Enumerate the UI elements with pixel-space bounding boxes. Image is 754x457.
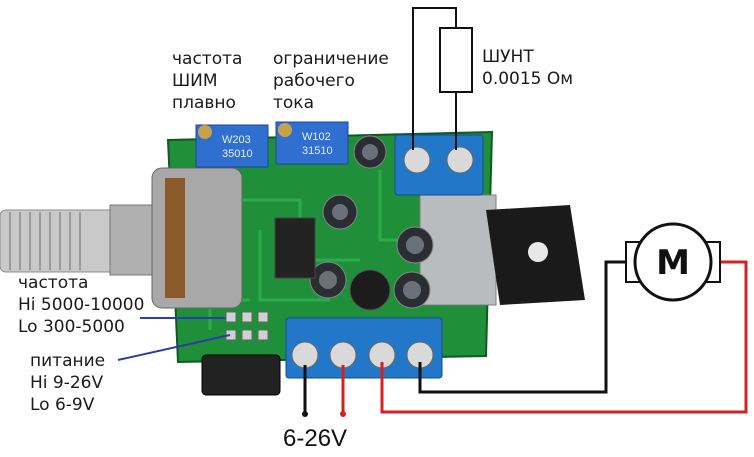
trimmer-right-code-1: W102 [302,131,331,143]
trimmer-right: W102 31510 [275,121,349,165]
label-power-mode-line-2: Hi 9-26V [30,373,104,393]
label-current-limit-line-1: ограничение [273,49,389,69]
label-shunt: ШУНТ 0.0015 Ом [482,46,573,90]
motor-letter: M [656,243,690,283]
power-pointer-line [117,334,231,361]
motor-wire-red [380,260,748,414]
main-terminal-block [285,317,443,379]
shunt-resistor [439,27,473,93]
label-pwm-frequency-line-2: ШИМ [172,71,218,91]
shunt-wiring [412,7,457,150]
label-frequency-mode-line-2: Hi 5000-10000 [18,295,145,315]
jumper-pins [225,311,269,341]
label-current-limit-line-3: тока [273,93,314,113]
label-pwm-frequency-line-3: плавно [172,93,236,113]
label-frequency-mode-line-3: Lo 300-5000 [18,317,125,337]
mosfet-heatsink [419,194,585,306]
label-power-mode-line-3: Lo 6-9V [30,395,95,415]
motor-wire-black [418,260,630,394]
label-pwm-frequency: частота ШИМ плавно [172,48,242,114]
controller-chip [274,217,316,279]
label-supply-voltage: 6-26V [283,425,348,452]
motor-symbol: M [625,222,721,302]
label-pwm-frequency-line-1: частота [172,49,243,69]
jumper-cap [201,354,281,396]
label-frequency-mode-line-1: частота [18,273,89,293]
trimmer-left-code-2: 35010 [222,148,253,160]
trimmer-left-code-1: W203 [222,134,251,146]
shunt-terminal-block [394,134,484,196]
label-current-limit: ограничение рабочего тока [273,48,389,114]
label-power-mode: питание Hi 9-26V Lo 6-9V [30,350,105,416]
label-power-mode-line-1: питание [30,351,106,371]
label-frequency-mode: частота Hi 5000-10000 Lo 300-5000 [18,272,144,338]
label-shunt-line-2: 0.0015 Ом [482,69,574,89]
capacitors [309,135,434,311]
label-current-limit-line-2: рабочего [273,71,355,91]
trimmer-left: W203 35010 [195,124,269,168]
potentiometer [0,167,243,309]
trimmer-right-code-2: 31510 [302,145,333,157]
label-shunt-line-1: ШУНТ [482,47,534,67]
